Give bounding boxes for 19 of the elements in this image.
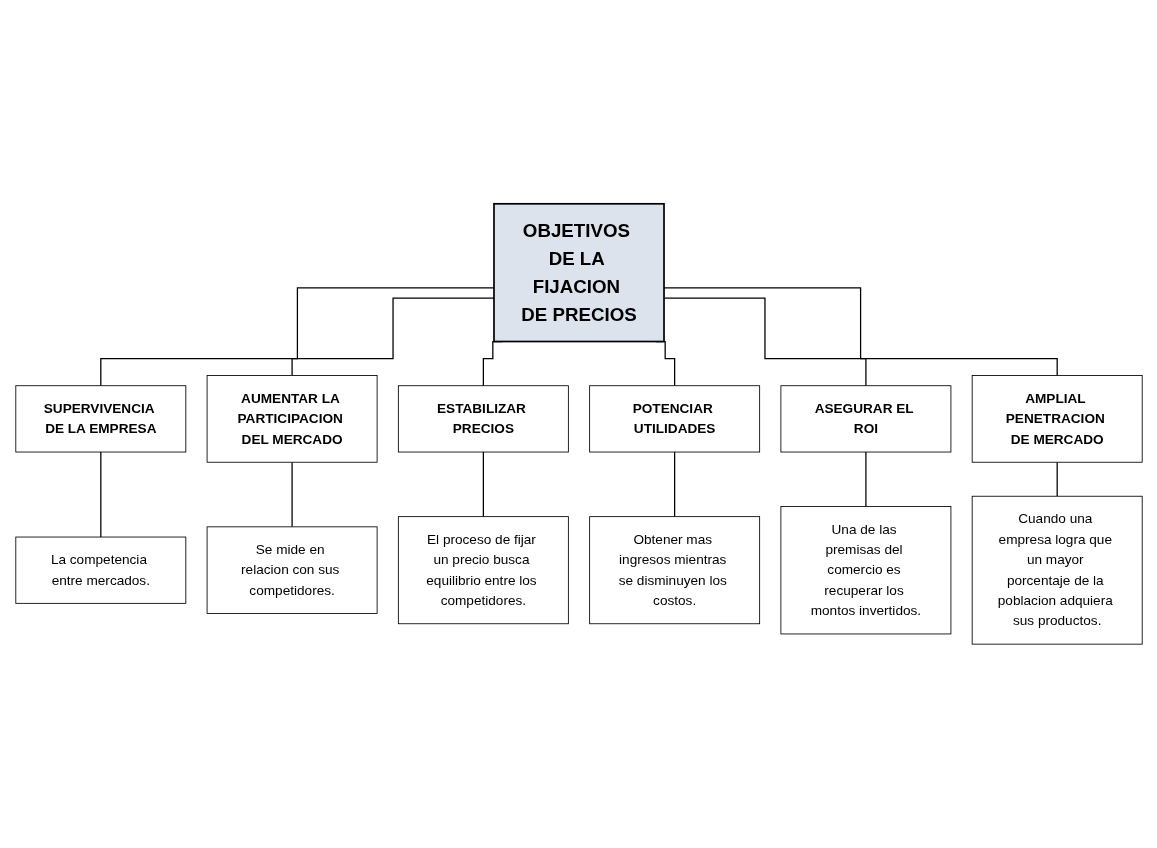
connector [290, 461, 293, 528]
node-box: Se mide en relacion con sus competidores. [206, 526, 378, 614]
node-box: POTENCIAR UTILIDADES [588, 385, 760, 453]
node-box: Una de las premisas del comercio es recuperar los montos invertidos. [779, 506, 951, 635]
node-box: ASEGURAR EL ROI [779, 385, 951, 453]
node-box: AMPLIAL PENETRACION DE MERCADO [971, 375, 1143, 463]
connector [1056, 461, 1058, 497]
connector [482, 451, 484, 518]
connector [99, 451, 101, 538]
connector [864, 451, 867, 508]
connector [673, 451, 675, 518]
node-box: OBJETIVOS DE LA FIJACION DE PRECIOS [492, 202, 665, 343]
node-box: El proceso de fijar un precio busca equilibrio entre los competidores. [397, 516, 569, 625]
node-box: La competencia entre mercados. [14, 536, 186, 604]
node-box: ESTABILIZAR PRECIOS [397, 385, 569, 453]
node-box: AUMENTAR LA PARTICIPACION DEL MERCADO [206, 375, 378, 463]
node-box: SUPERVIVENCIA DE LA EMPRESA [14, 385, 186, 453]
node-box: Cuando una empresa logra que un mayor porcentaje de la poblacion adquiera sus productos. [971, 495, 1143, 645]
node-box: Obtener mas ingresos mientras se disminuyen los costos. [588, 516, 760, 625]
